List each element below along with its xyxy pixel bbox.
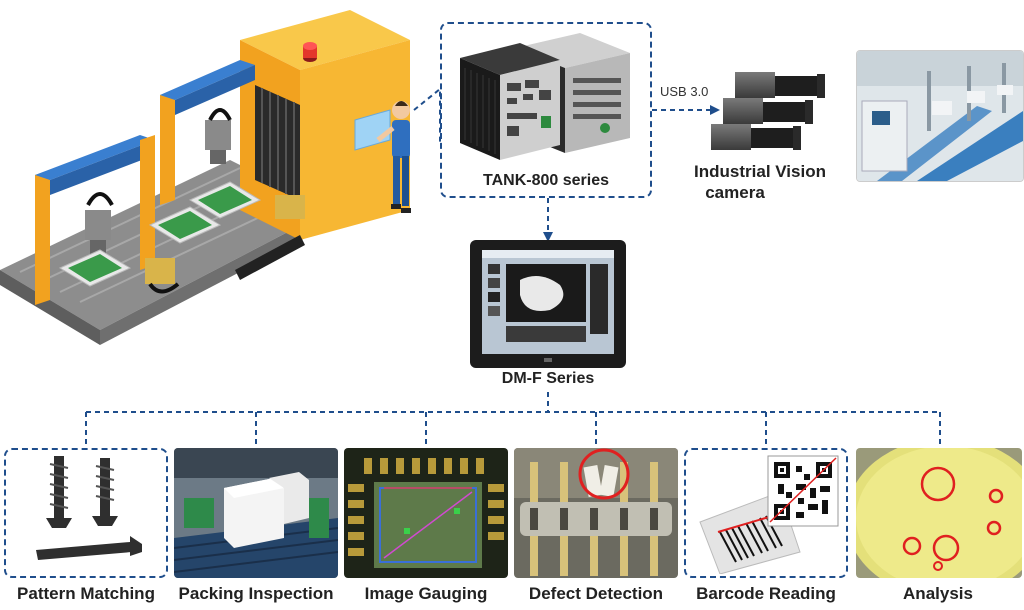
distribution-connector	[80, 392, 950, 452]
petri-dish-icon	[856, 448, 1022, 578]
screws-icon	[10, 452, 162, 574]
dm-f-label: DM-F Series	[470, 370, 626, 388]
tank-800-computer-image	[455, 28, 640, 163]
tile-label-image-gauging: Image Gauging	[340, 584, 512, 604]
tank-to-panel-connector	[540, 198, 556, 244]
tile-label-defect-detection: Defect Detection	[510, 584, 682, 604]
barcode-icon	[690, 452, 842, 574]
tile-label-packing-inspection: Packing Inspection	[170, 584, 342, 604]
camera-label-line2: camera	[680, 183, 790, 203]
tile-label-pattern-matching: Pattern Matching	[0, 584, 172, 604]
usb-label: USB 3.0	[660, 84, 708, 99]
tile-label-barcode-reading: Barcode Reading	[680, 584, 852, 604]
camera-label-line1: Industrial Vision	[680, 162, 840, 182]
factory-production-line-illustration	[0, 0, 420, 360]
tank-800-label: TANK-800 series	[440, 172, 652, 190]
tile-label-analysis: Analysis	[852, 584, 1024, 604]
factory-floor-photo	[856, 50, 1024, 182]
dm-f-panel-image	[470, 240, 626, 368]
packing-icon	[174, 448, 338, 578]
pins-icon	[514, 448, 678, 578]
gauging-icon	[344, 448, 508, 578]
industrial-camera-image	[705, 68, 835, 158]
